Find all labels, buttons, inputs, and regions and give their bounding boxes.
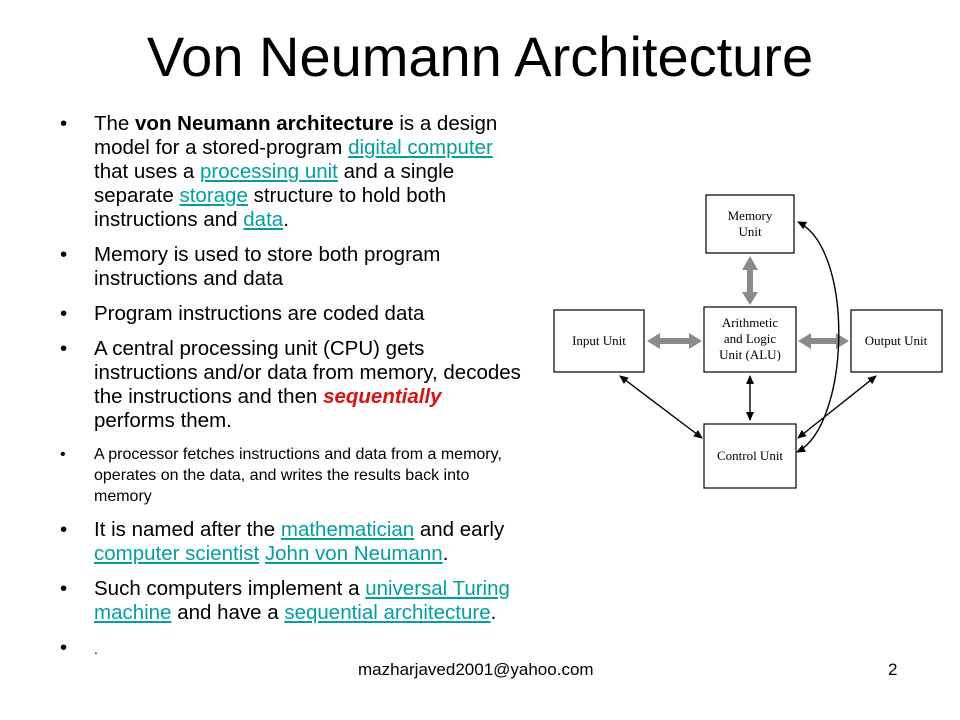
bullet-text: Program instructions are coded data xyxy=(94,302,425,325)
bullet-marker: • xyxy=(60,302,68,325)
page-number: 2 xyxy=(888,660,898,679)
control-unit-rect xyxy=(703,423,797,489)
output-unit-label: Output Unit xyxy=(865,333,928,348)
text: structure to hold both instructions and xyxy=(94,184,447,231)
bullet-marker: • xyxy=(60,446,66,463)
alu-rect xyxy=(703,306,797,373)
text: A central processing unit (CPU) gets ins… xyxy=(94,337,521,408)
link-computer-scientist[interactable]: computer scientist xyxy=(94,542,260,565)
von-neumann-diagram: Memory Unit Input Unit Arithmetic and Lo… xyxy=(553,194,943,489)
bullet-processor: • A processor fetches instructions and d… xyxy=(60,444,522,507)
output-unit-box: Output Unit xyxy=(850,309,943,373)
text: Such computers implement a xyxy=(94,577,366,600)
bullet-text: Memory is used to store both program ins… xyxy=(94,243,441,290)
bullet-marker: • xyxy=(60,577,68,600)
text: that uses a xyxy=(94,160,200,183)
text: The xyxy=(94,112,136,135)
text: . xyxy=(283,208,289,231)
control-unit-label: Control Unit xyxy=(717,448,783,463)
text: performs them. xyxy=(94,409,232,432)
arrow-input-control xyxy=(619,375,703,439)
output-unit-rect xyxy=(850,309,943,373)
footer-email: mazharjaved2001@yahoo.com xyxy=(358,660,594,679)
arrow-memory-alu xyxy=(742,256,758,305)
bullet-text: . xyxy=(94,641,98,657)
memory-unit-label: Memory xyxy=(728,208,773,223)
text: is a design model for a stored-program xyxy=(94,112,498,159)
input-unit-label: Input Unit xyxy=(572,333,626,348)
text: It is named after the xyxy=(94,518,281,541)
alu-box: Arithmetic and Logic Unit (ALU) xyxy=(703,306,797,373)
text: and early xyxy=(414,518,505,541)
input-unit-box: Input Unit xyxy=(553,309,645,373)
bullet-marker: • xyxy=(60,337,68,360)
text: . xyxy=(490,601,497,624)
bullet-named: • It is named after the mathematician an… xyxy=(60,518,522,566)
arrow-alu-output xyxy=(798,333,849,349)
text: and have a xyxy=(171,601,285,624)
bullet-instructions: • Program instructions are coded data xyxy=(60,302,522,326)
input-unit-rect xyxy=(553,309,645,373)
bullet-empty: • . xyxy=(60,636,522,661)
control-arrows xyxy=(619,221,877,453)
text: and a single separate xyxy=(94,160,455,207)
bullet-definition: • The von Neumann architecture is a desi… xyxy=(60,112,522,232)
arrow-output-control xyxy=(797,375,877,439)
emphasis-sequentially: sequentially xyxy=(323,385,442,408)
link-processing-unit[interactable]: processing unit xyxy=(199,160,338,183)
text: . xyxy=(442,542,449,565)
slide-title: Von Neumann Architecture xyxy=(146,25,814,88)
link-john-von-neumann[interactable]: John von Neumann xyxy=(264,542,443,565)
alu-label: Arithmetic xyxy=(722,315,779,330)
arrow-memory-control xyxy=(796,221,840,453)
alu-label: Unit (ALU) xyxy=(719,347,781,362)
control-unit-box: Control Unit xyxy=(703,423,797,489)
memory-unit-label: Unit xyxy=(738,224,762,239)
memory-unit-rect xyxy=(705,194,795,254)
link-universal-turing-machine[interactable]: universal Turing machine xyxy=(94,577,510,624)
bullet-memory: • Memory is used to store both program i… xyxy=(60,243,522,291)
memory-unit-box: Memory Unit xyxy=(705,194,795,254)
link-storage[interactable]: storage xyxy=(179,184,248,207)
bullet-marker: • xyxy=(60,112,68,135)
bullet-marker: • xyxy=(60,518,68,541)
link-mathematician[interactable]: mathematician xyxy=(280,518,415,541)
link-sequential-architecture[interactable]: sequential architecture xyxy=(284,601,491,624)
bold-term: von Neumann architecture xyxy=(135,112,394,135)
bullet-text: A processor fetches instructions and dat… xyxy=(94,446,502,505)
arrow-input-alu xyxy=(647,333,702,349)
gray-arrows xyxy=(647,256,849,349)
bullet-cpu: • A central processing unit (CPU) gets i… xyxy=(60,337,522,433)
bullet-list: • The von Neumann architecture is a desi… xyxy=(60,112,522,672)
bullet-marker: • xyxy=(60,636,68,659)
link-digital-computer[interactable]: digital computer xyxy=(348,136,493,159)
link-data[interactable]: data xyxy=(243,208,284,231)
alu-label: and Logic xyxy=(724,331,777,346)
bullet-turing: • Such computers implement a universal T… xyxy=(60,577,522,625)
bullet-marker: • xyxy=(60,243,68,266)
